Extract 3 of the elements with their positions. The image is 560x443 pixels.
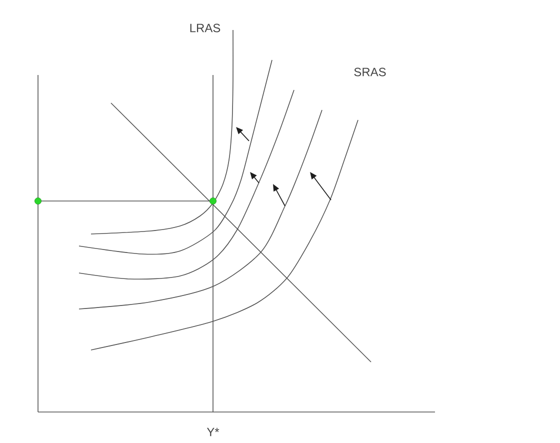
curve-label: SRAS (354, 68, 386, 76)
axis-label: Y* (206, 428, 220, 436)
curve-label: LRAS (190, 24, 220, 32)
